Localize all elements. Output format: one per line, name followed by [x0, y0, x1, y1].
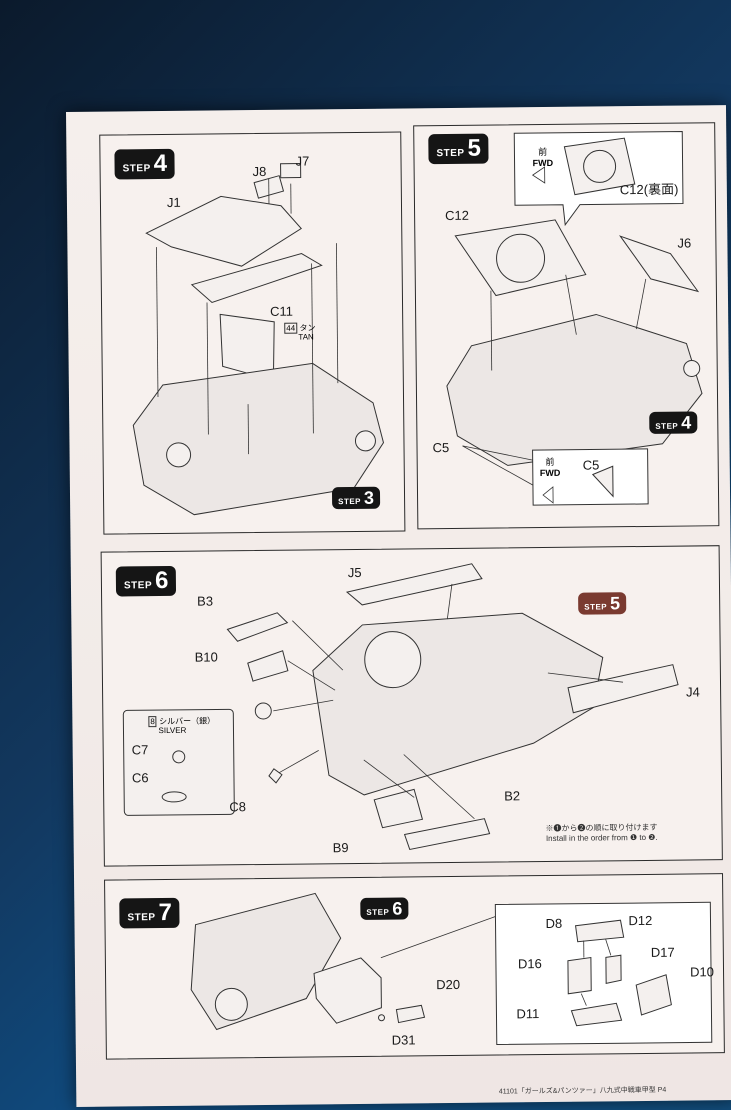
part-label-J7: J7: [295, 153, 310, 169]
paint-name-jp: タン: [299, 323, 316, 333]
step-word: STEP: [338, 496, 362, 507]
fwd-en: FWD: [539, 467, 561, 479]
instruction-sheet: STEP 4 J8 J7 J1 C11 44 タン TAN: [66, 105, 731, 1107]
step-6-diagram: [122, 563, 679, 851]
part-label-J5: J5: [347, 564, 362, 581]
step-word: STEP: [655, 421, 679, 431]
part-label-D16: D16: [517, 956, 542, 972]
step-5-diagram: [446, 131, 703, 506]
part-label-D31: D31: [391, 1032, 416, 1048]
step-4-panel: STEP 4 J8 J7 J1 C11 44 タン TAN: [99, 131, 406, 535]
part-label-B3: B3: [197, 593, 214, 609]
step-number: 6: [392, 898, 403, 919]
part-label-C12: C12: [445, 207, 470, 224]
fwd-en: FWD: [532, 157, 554, 169]
part-label-D17: D17: [650, 944, 675, 960]
page-footer: 41101「ガールズ&パンツァー」八九式中戦車甲型 P4: [498, 1086, 667, 1096]
fwd-indicator: 前 FWD: [532, 145, 554, 169]
paint-number: 44: [284, 322, 298, 334]
paint-name-en: SILVER: [158, 725, 187, 736]
paint-callout-tan: 44 タン TAN: [284, 322, 316, 342]
part-label-J4: J4: [686, 684, 700, 700]
paint-number: 8: [148, 716, 157, 728]
part-label-C8: C8: [229, 799, 246, 815]
step-number: 4: [681, 412, 692, 433]
part-label-B2: B2: [504, 788, 521, 804]
step-7-diagram: [190, 892, 713, 1046]
fwd-jp: 前: [545, 456, 555, 467]
step-7-panel: STEP 7 STEP 6 D20 D31 D8 D12 D16: [104, 873, 725, 1060]
part-label-B9: B9: [332, 840, 349, 856]
step-number: 5: [609, 593, 621, 614]
part-label-C12-back: C12(裏面): [619, 181, 679, 198]
paint-name-jp: シルバー（銀）: [159, 716, 216, 727]
part-label-C11: C11: [270, 303, 294, 319]
ref-step-4-badge: STEP 4: [649, 411, 698, 434]
part-label-J6: J6: [677, 235, 692, 251]
install-order-note: ※❶から❷の順に取り付けます Install in the order from…: [545, 822, 657, 843]
part-label-C5-detail: C5: [582, 457, 600, 473]
note-en: Install in the order from ❶ to ❷.: [545, 832, 658, 844]
part-label-J1: J1: [166, 194, 181, 210]
part-label-C5: C5: [432, 440, 450, 456]
part-label-D10: D10: [689, 964, 714, 980]
step-word: STEP: [584, 602, 608, 612]
ref-step-5-badge: STEP 5: [578, 592, 627, 615]
part-label-D20: D20: [436, 976, 461, 993]
part-label-D8: D8: [545, 915, 563, 932]
ref-step-3-badge: STEP 3: [331, 486, 381, 510]
fwd-indicator-2: 前 FWD: [540, 455, 561, 478]
step-word: STEP: [366, 907, 390, 917]
step-5-panel: STEP 5 前 FWD C12(裏面) C12 J: [413, 122, 720, 530]
step-6-panel: STEP 6 J5 B3 B10: [100, 545, 723, 867]
paint-name-en: TAN: [298, 332, 314, 342]
step-4-diagram: [132, 163, 385, 516]
part-label-B10: B10: [194, 649, 218, 665]
part-label-D11: D11: [516, 1006, 540, 1022]
part-label-D12: D12: [628, 912, 653, 929]
step-number: 3: [363, 487, 375, 508]
paint-callout-silver: 8 シルバー（銀） SILVER: [148, 716, 215, 735]
ref-step-6-badge: STEP 6: [360, 897, 409, 920]
part-label-C6: C6: [131, 770, 149, 786]
part-label-J8: J8: [252, 163, 267, 180]
fwd-jp: 前: [538, 146, 548, 158]
part-label-C7: C7: [131, 742, 149, 758]
